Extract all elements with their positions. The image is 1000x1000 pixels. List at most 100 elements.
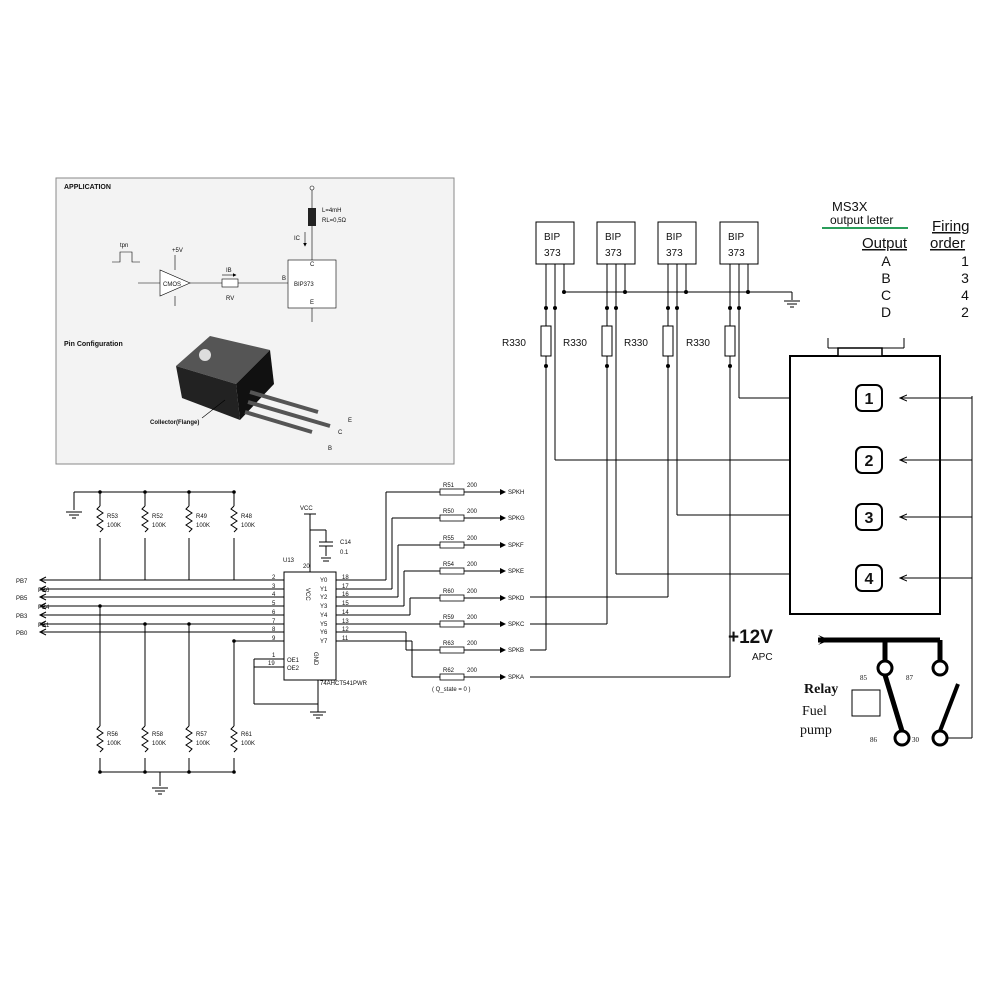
relay-pin-86 — [893, 729, 911, 747]
ground-symbol-top — [66, 511, 82, 519]
v5-label: +5V — [172, 248, 183, 254]
series-resistor-ref: R62 — [443, 668, 455, 674]
pump-label: pump — [800, 723, 832, 738]
to220-package-icon — [176, 336, 331, 434]
oe1-pin-number: 1 — [272, 653, 276, 659]
relay-85-label: 85 — [860, 674, 868, 682]
series-resistor — [439, 620, 465, 628]
output-pin-name: Y4 — [320, 613, 328, 619]
pullup-ref: R49 — [196, 514, 208, 520]
spk-net-label: SPKC — [508, 622, 525, 628]
power-relay-section: +12V APC 85 87 86 30 Relay Fuel pump — [728, 627, 972, 747]
driver-label-1: BIP — [728, 232, 744, 243]
series-resistor-value: 200 — [467, 641, 478, 647]
input-net-label: PB1 — [38, 623, 50, 629]
driver-label-2: 373 — [544, 248, 561, 259]
driver-label-2: 373 — [728, 248, 745, 259]
pulldown-ref: R61 — [241, 732, 253, 738]
coil-terminal-number: 1 — [865, 391, 874, 408]
coil-terminal-number: 2 — [865, 453, 874, 470]
output-letter-label: output letter — [830, 213, 893, 227]
ms3x-label: MS3X — [832, 199, 868, 214]
pulldown-ref: R57 — [196, 732, 208, 738]
pullup-resistor — [141, 505, 149, 533]
series-resistor-value: 200 — [467, 562, 478, 568]
series-resistor-value: 200 — [467, 483, 478, 489]
table-row-output: C — [881, 287, 891, 303]
relay-label: Relay — [804, 682, 838, 697]
relay-86-label: 86 — [870, 736, 878, 744]
driver-label-1: BIP — [666, 232, 682, 243]
input-net-label: PB5 — [16, 596, 28, 602]
net-arrow-icon — [500, 621, 506, 627]
table-row-output: D — [881, 304, 891, 320]
q-state-note: ( Q_state = 0 ) — [432, 687, 471, 693]
input-net-label: PB4 — [38, 605, 50, 611]
series-resistor-value: 200 — [467, 536, 478, 542]
series-resistor — [439, 514, 465, 522]
output-pin-name: Y3 — [320, 604, 328, 610]
series-resistor-value: 200 — [467, 615, 478, 621]
input-arrow-icon — [38, 611, 47, 619]
driver-label-2: 373 — [666, 248, 683, 259]
output-pin-name: Y2 — [320, 595, 328, 601]
driver-label-1: BIP — [544, 232, 560, 243]
net-arrow-icon — [500, 515, 506, 521]
pulldown-value: 100K — [196, 741, 210, 747]
pulldown-value: 100K — [241, 741, 255, 747]
input-pin-number: 3 — [272, 584, 276, 590]
ib-label: IB — [226, 268, 232, 274]
oe2-pin-number: 19 — [268, 661, 275, 667]
cmos-label: CMOS — [163, 282, 181, 288]
input-pin-number: 6 — [272, 610, 276, 616]
input-pin-number: 8 — [272, 627, 276, 633]
74ahct541-chip — [283, 571, 337, 681]
pulldown-resistor — [96, 725, 104, 753]
pullup-ref: R48 — [241, 514, 253, 520]
r330-resistor — [540, 325, 552, 357]
series-resistor-ref: R50 — [443, 509, 455, 515]
chip-part-label: 74AHCT541PWR — [320, 681, 368, 687]
r330-resistor — [724, 325, 736, 357]
net-arrow-icon — [500, 595, 506, 601]
series-resistor-ref: R60 — [443, 589, 455, 595]
relay-pin-87 — [931, 659, 949, 677]
junction — [143, 490, 147, 494]
output-pin-name: Y5 — [320, 622, 328, 628]
input-arrow-icon — [38, 620, 47, 628]
coil-terminal — [855, 446, 883, 474]
pulldown-resistor — [141, 725, 149, 753]
coil-terminal — [855, 503, 883, 531]
coil-terminal-number: 3 — [865, 510, 874, 527]
output-pin-name: Y0 — [320, 578, 328, 584]
vcc-net-label: VCC — [300, 506, 313, 512]
oe1-pin-name: OE1 — [287, 658, 300, 664]
spk-net-label: SPKF — [508, 543, 524, 549]
relay-coil-line — [882, 674, 905, 732]
pullup-resistor — [185, 505, 193, 533]
input-net-label: PB7 — [16, 579, 28, 585]
r330-label: R330 — [563, 338, 587, 349]
pullup-resistor — [96, 505, 104, 533]
e-pin-label: E — [310, 300, 314, 306]
c14-label: C14 — [340, 540, 352, 546]
table-row-order: 3 — [961, 270, 969, 286]
coil-terminal — [855, 564, 883, 592]
series-resistor — [439, 567, 465, 575]
series-resistor-ref: R51 — [443, 483, 455, 489]
output-pin-name: Y6 — [320, 630, 328, 636]
relay-30-label: 30 — [912, 736, 920, 744]
series-resistor-ref: R59 — [443, 615, 455, 621]
series-resistor — [439, 594, 465, 602]
input-pin-number: 2 — [272, 575, 276, 581]
output-pin-number: 12 — [342, 627, 349, 633]
input-net-label: PB0 — [16, 631, 28, 637]
tpn-label: tpn — [120, 243, 128, 249]
input-pin-number: 4 — [272, 592, 276, 598]
relay-87-label: 87 — [906, 674, 914, 682]
input-pin-number: 5 — [272, 601, 276, 607]
relay-pin-85 — [876, 659, 894, 677]
output-col-header: Output — [862, 235, 908, 252]
